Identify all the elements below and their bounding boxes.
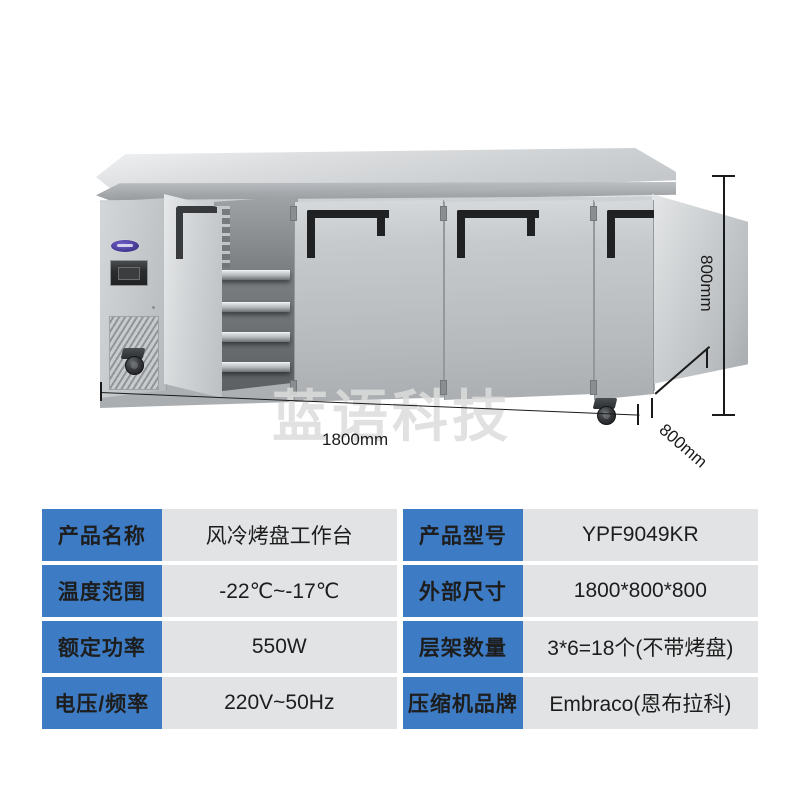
depth-dimension-label: 800mm xyxy=(655,420,711,472)
height-dimension-label: 800mm xyxy=(697,255,716,312)
door-hinge-icon xyxy=(290,206,297,221)
table-row: 额定功率 550W 层架数量 3*6=18个(不带烤盘) xyxy=(42,621,758,673)
refrigerated-worktable-unit xyxy=(96,148,748,425)
caster-wheel-icon xyxy=(597,406,616,425)
door-hinge-icon xyxy=(590,380,597,395)
temperature-display[interactable] xyxy=(110,260,148,286)
spec-label: 外部尺寸 xyxy=(403,565,523,617)
spec-label: 额定功率 xyxy=(42,621,162,673)
spec-value: Embraco(恩布拉科) xyxy=(522,677,758,729)
brand-logo-icon xyxy=(111,240,139,252)
panel-screw-icon xyxy=(152,306,155,309)
height-dimension-line xyxy=(723,175,725,415)
door-hinge-icon xyxy=(290,380,297,395)
spec-label: 产品型号 xyxy=(403,509,523,561)
shelf-rail xyxy=(220,332,290,342)
height-dimension-tick-bottom xyxy=(712,414,735,416)
interior-cavity xyxy=(214,196,298,392)
door-handle-recess-icon xyxy=(176,206,217,259)
door-hinge-icon xyxy=(440,380,447,395)
spec-value: 3*6=18个(不带烤盘) xyxy=(522,621,758,673)
spec-value: 550W xyxy=(161,621,397,673)
caster-wheel-right xyxy=(592,398,618,428)
width-dimension-tick-right xyxy=(637,404,639,425)
shelf-rail xyxy=(220,270,290,280)
height-dimension-tick-top xyxy=(712,175,735,177)
door-closed-2[interactable] xyxy=(294,200,444,400)
product-photo: 蓝语科技 1800mm 800mm 800mm xyxy=(96,148,748,472)
width-dimension-tick-left xyxy=(100,382,102,401)
caster-wheel-left xyxy=(120,348,146,378)
table-row: 产品名称 风冷烤盘工作台 产品型号 YPF9049KR xyxy=(42,509,758,561)
depth-dimension-tick-near xyxy=(651,398,653,418)
door-handle-recess-icon xyxy=(607,210,654,258)
spec-label: 产品名称 xyxy=(42,509,162,561)
shelf-rail xyxy=(220,362,290,372)
door-closed-4[interactable] xyxy=(594,200,654,400)
caster-wheel-icon xyxy=(125,356,144,375)
spec-label: 层架数量 xyxy=(403,621,523,673)
shelf-rail xyxy=(220,302,290,312)
spec-label: 温度范围 xyxy=(42,565,162,617)
spec-label: 电压/频率 xyxy=(42,677,162,729)
door-open-left[interactable] xyxy=(164,194,222,398)
door-hinge-icon xyxy=(590,206,597,221)
width-dimension-label: 1800mm xyxy=(322,430,389,449)
depth-dimension-tick-far xyxy=(706,349,708,368)
door-closed-3[interactable] xyxy=(444,200,594,400)
spec-value: -22℃~-17℃ xyxy=(161,565,397,617)
table-row: 电压/频率 220V~50Hz 压缩机品牌 Embraco(恩布拉科) xyxy=(42,677,758,729)
door-handle-recess-icon xyxy=(307,210,389,258)
door-hinge-icon xyxy=(440,206,447,221)
spec-value: 220V~50Hz xyxy=(161,677,397,729)
spec-value: 风冷烤盘工作台 xyxy=(161,509,397,561)
specification-table: 产品名称 风冷烤盘工作台 产品型号 YPF9049KR 温度范围 -22℃~-1… xyxy=(42,505,758,733)
spec-label: 压缩机品牌 xyxy=(403,677,523,729)
spec-value: 1800*800*800 xyxy=(522,565,758,617)
spec-value: YPF9049KR xyxy=(522,509,758,561)
door-handle-recess-icon xyxy=(457,210,539,258)
table-row: 温度范围 -22℃~-17℃ 外部尺寸 1800*800*800 xyxy=(42,565,758,617)
